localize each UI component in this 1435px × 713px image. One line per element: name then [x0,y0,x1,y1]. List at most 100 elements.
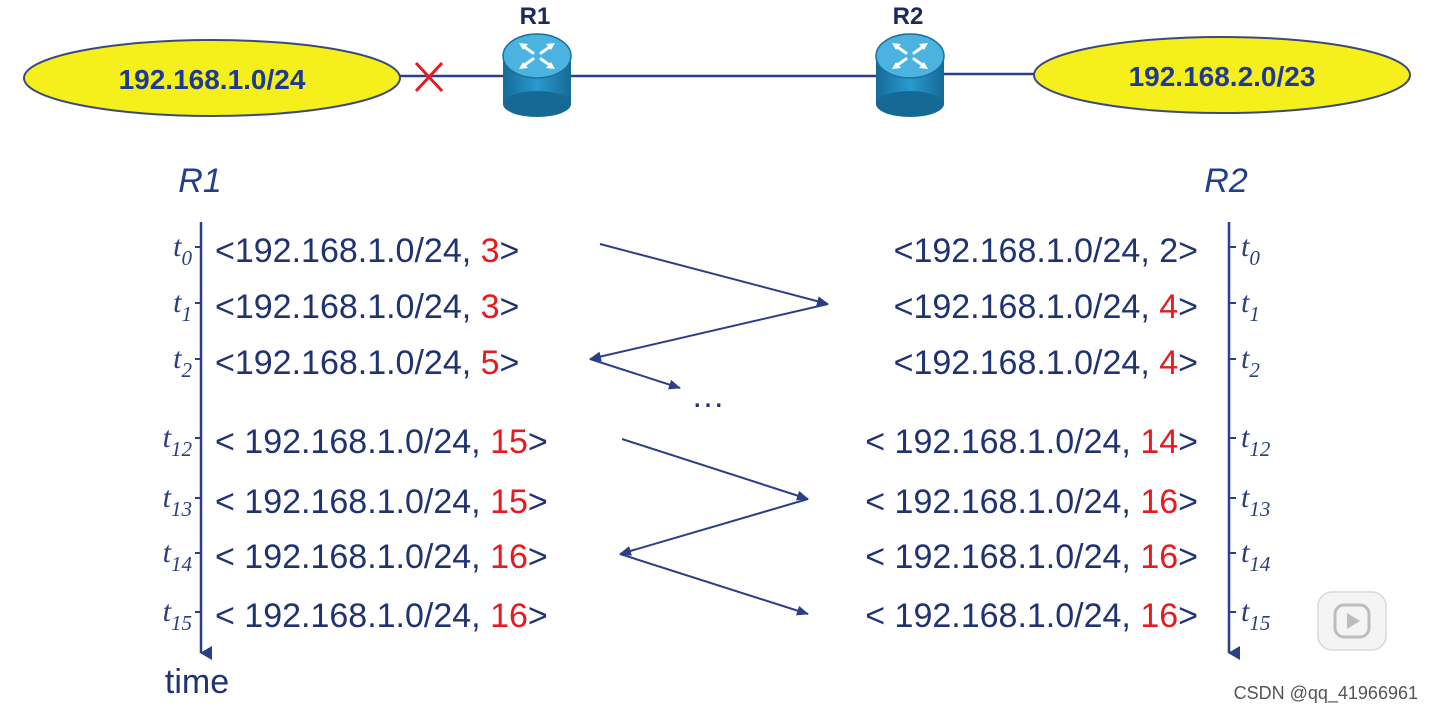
r1-time-label: t13 [163,481,192,521]
r1-time-label: t1 [173,286,192,326]
r1-route-metric: 16 [490,597,528,635]
r2-route-prefix: <192.168.1.0/24, [894,288,1160,326]
r2-route-prefix: < 192.168.1.0/24, [865,538,1140,576]
r2-route-prefix: < 192.168.1.0/24, [865,597,1140,635]
watermark: CSDN @qq_41966961 [1234,683,1418,704]
r2-route-metric: 14 [1140,423,1178,461]
r2-route-prefix: <192.168.1.0/24, [894,344,1160,382]
r1-route-close: > [528,597,548,635]
r1-route-metric: 15 [490,423,528,461]
r1-route-metric: 15 [490,483,528,521]
r1-time-label-t: t [163,481,172,514]
r1-time-label: t15 [163,595,192,635]
r1-route-metric: 16 [490,538,528,576]
exchange-arrows [589,243,829,616]
r2-route-close: > [1178,597,1198,635]
r1-route-prefix: < 192.168.1.0/24, [215,483,490,521]
r2-time-label-t: t [1241,286,1250,319]
router-r2-label: R2 [893,3,924,30]
r1-route-prefix: <192.168.1.0/24, [215,344,481,382]
r2-route-entry: < 192.168.1.0/24, 14> [865,423,1198,461]
r2-route-metric: 4 [1159,344,1178,382]
r1-route-entry: < 192.168.1.0/24, 15> [215,423,548,461]
r2-time-label-t: t [1241,481,1250,514]
arrow-r2-t13-to-r1-t14 [619,498,809,556]
r1-time-label: t2 [173,342,192,382]
link-failure-icon [414,61,444,93]
r1-time-label-t: t [163,421,172,454]
topology: 192.168.1.0/24 192.168.2.0/23 [23,3,1411,117]
r1-time-label-t: t [163,595,172,628]
left-network-label: 192.168.1.0/24 [119,64,306,95]
r1-route-prefix: <192.168.1.0/24, [215,232,481,270]
r2-route-metric: 2 [1159,232,1178,270]
r1-time-label-t: t [163,536,172,569]
arrow-r2-t1-to-r1-t2 [589,303,829,362]
r1-time-label-t: t [173,286,182,319]
r2-time-label: t0 [1241,230,1260,270]
router-r1-icon [502,33,572,117]
r2-route-entry: <192.168.1.0/24, 4> [894,344,1198,382]
r2-route-entry: <192.168.1.0/24, 4> [894,288,1198,326]
r1-time-label-subscript: 13 [171,497,192,521]
r2-time-label: t14 [1241,536,1271,576]
arrow-r1-t0-to-r2-t1 [599,243,829,307]
r2-time-label-t: t [1241,230,1250,263]
r1-route-close: > [500,344,520,382]
r1-route-entry: < 192.168.1.0/24, 16> [215,597,548,635]
r1-time-label-subscript: 14 [171,552,193,576]
r2-time-label-subscript: 1 [1249,302,1260,326]
r2-route-close: > [1178,344,1198,382]
r2-column-header: R2 [1204,162,1248,200]
r2-route-metric: 16 [1140,538,1178,576]
r1-route-prefix: < 192.168.1.0/24, [215,423,490,461]
router-r1-label: R1 [520,3,551,30]
r2-time-label-subscript: 14 [1249,552,1271,576]
r1-route-entry: <192.168.1.0/24, 5> [215,344,519,382]
ellipsis: … [691,377,725,415]
r2-route-close: > [1178,423,1198,461]
right-network-ellipse [1033,36,1411,114]
r1-column-header: R1 [178,162,221,200]
r1-route-metric: 5 [481,344,500,382]
r1-time-label: t14 [163,536,193,576]
r2-route-close: > [1178,483,1198,521]
r2-time-label-t: t [1241,342,1250,375]
r1-route-metric: 3 [481,232,500,270]
r2-route-entry: < 192.168.1.0/24, 16> [865,483,1198,521]
r1-route-close: > [500,232,520,270]
r2-time-label-subscript: 12 [1249,437,1271,461]
r1-route-prefix: <192.168.1.0/24, [215,288,481,326]
r2-time-label-subscript: 2 [1249,358,1260,382]
r2-route-prefix: < 192.168.1.0/24, [865,483,1140,521]
r2-time-label: t2 [1241,342,1260,382]
r2-route-metric: 16 [1140,597,1178,635]
r1-time-label-subscript: 0 [182,246,193,270]
r1-route-close: > [500,288,520,326]
r2-time-label-t: t [1241,421,1250,454]
r2-route-close: > [1178,288,1198,326]
right-network-label: 192.168.2.0/23 [1129,61,1316,92]
r1-time-label-t: t [173,342,182,375]
r1-route-metric: 3 [481,288,500,326]
play-button[interactable] [1317,591,1387,651]
router-r2-icon [875,33,945,117]
r2-route-metric: 4 [1159,288,1178,326]
r2-time-label: t1 [1241,286,1260,326]
r1-route-entry: <192.168.1.0/24, 3> [215,232,519,270]
r1-time-label-subscript: 15 [171,611,192,635]
r2-time-label-subscript: 0 [1249,246,1260,270]
r1-time-label: t0 [173,230,192,270]
r1-route-prefix: < 192.168.1.0/24, [215,597,490,635]
arrow-r1-t2-onward [589,358,681,390]
r2-route-entry: < 192.168.1.0/24, 16> [865,538,1198,576]
r2-time-label: t13 [1241,481,1270,521]
